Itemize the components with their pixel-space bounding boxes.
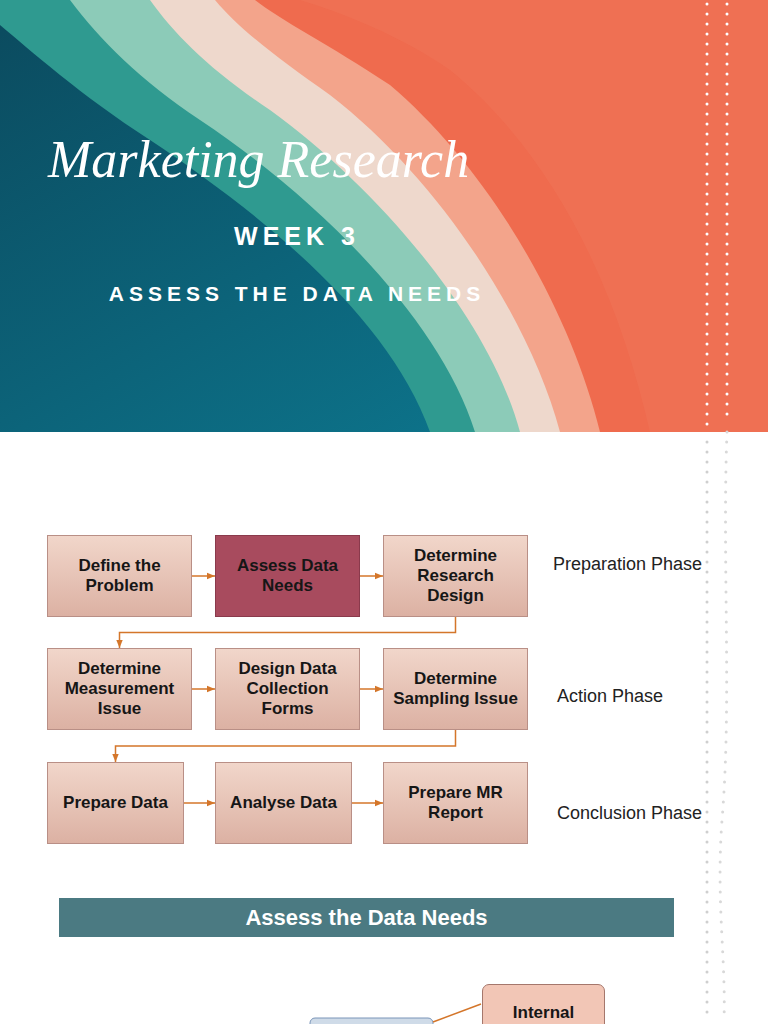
flow-arrow [120,617,456,648]
page-title: Marketing Research [48,130,469,190]
wave-band [300,0,768,432]
box-text: Assess Data Needs [216,556,359,596]
box-text: Internal [507,1003,580,1023]
dot-line [706,4,709,432]
branch-line [433,1004,481,1022]
box-text: Determine Measurement Issue [48,659,191,719]
banner-ground [0,0,768,432]
process-box: Determine Measurement Issue [47,648,192,730]
box-text: Determine Sampling Issue [384,669,527,709]
process-box: Design Data Collection Forms [215,648,360,730]
flow-arrow [116,730,456,762]
box-text: Analyse Data [224,793,343,813]
process-box: Prepare MR Report [383,762,528,844]
process-box: Prepare Data [47,762,184,844]
process-box: Analyse Data [215,762,352,844]
flow-arrow [192,688,215,690]
wave-band [150,0,768,432]
box-text: Assess the Data Needs [239,905,493,931]
wave-band [215,0,768,432]
partial-box [310,1018,433,1024]
box-text: Define the Problem [48,556,191,596]
dot-line [720,432,727,1020]
flow-arrow [352,802,383,804]
process-box: Determine Sampling Issue [383,648,528,730]
phase-label: Preparation Phase [553,554,702,575]
wave-band [70,0,768,432]
section-heading: ASSESS THE DATA NEEDS [109,282,485,306]
box-text: Design Data Collection Forms [216,659,359,719]
box-text: Determine Research Design [384,546,527,606]
process-box: Determine Research Design [383,535,528,617]
box-text: Prepare Data [57,793,174,813]
phase-label: Conclusion Phase [557,803,702,824]
phase-label: Action Phase [557,686,663,707]
dot-line [706,442,709,1020]
section-band: Assess the Data Needs [59,898,674,937]
source-box: Internal [482,984,605,1024]
dot-line [726,4,729,420]
flow-arrow [192,575,215,577]
flow-arrow [184,802,215,804]
wave-band [0,0,768,432]
wave-band [255,0,768,432]
flow-arrow [360,688,383,690]
flow-arrow [360,575,383,577]
box-text: Prepare MR Report [384,783,527,823]
process-box: Assess Data Needs [215,535,360,617]
week-label: WEEK 3 [234,222,360,251]
process-box: Define the Problem [47,535,192,617]
